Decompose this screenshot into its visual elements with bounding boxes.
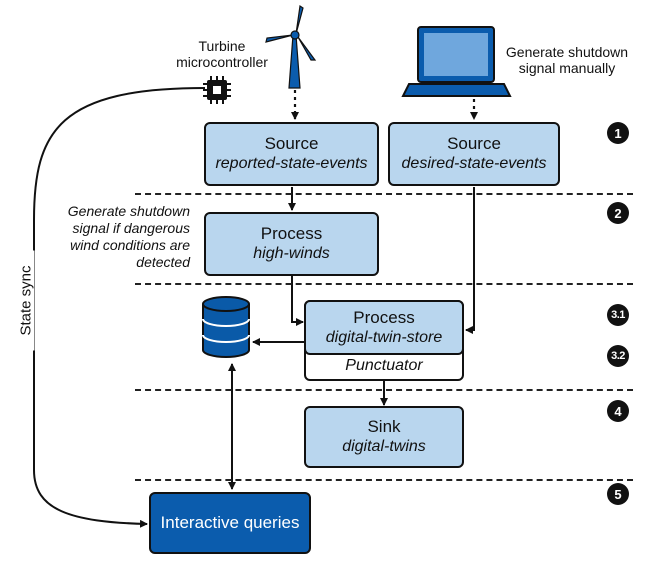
note-line4: detected: [136, 254, 190, 270]
highwinds-to-twin-arrow: [291, 276, 304, 326]
wind-turbine-icon: [265, 4, 317, 89]
separator-4: [135, 479, 633, 481]
source-desired-state-events-box: Source desired-state-events: [388, 122, 560, 186]
state-sync-curve: [33, 87, 206, 528]
box-title: Source: [447, 134, 501, 153]
box-subtitle: digital-twin-store: [325, 328, 443, 346]
laptop-label-line2: signal manually: [518, 60, 616, 76]
box-subtitle: digital-twins: [342, 438, 426, 455]
box-subtitle: desired-state-events: [401, 155, 547, 172]
box-title: Sink: [367, 417, 401, 436]
box-subtitle: reported-state-events: [215, 155, 368, 172]
process-high-winds-box: Process high-winds: [204, 212, 379, 276]
source-reported-state-events-box: Source reported-state-events: [204, 122, 379, 186]
box-title: Process: [353, 307, 415, 327]
punctuator-label: Punctuator: [345, 357, 423, 374]
sink-digital-twins-box: Sink digital-twins: [304, 406, 464, 468]
note-line2: signal if dangerous: [72, 220, 190, 236]
laptop-icon: [401, 26, 512, 97]
laptop-label-line1: Generate shutdown: [505, 44, 629, 60]
step-badge-4: 4: [607, 400, 629, 422]
note-line3: wind conditions are: [70, 237, 190, 253]
box-title: Process: [260, 224, 323, 243]
box-title: Interactive queries: [160, 513, 300, 532]
separator-1: [135, 193, 633, 195]
turbine-label: Turbine microcontroller: [160, 38, 284, 70]
box-title: Source: [264, 134, 319, 153]
step-badge-2: 2: [607, 202, 629, 224]
turbine-label-line1: Turbine: [198, 38, 246, 54]
step-badge-1: 1: [607, 122, 629, 144]
box-subtitle: high-winds: [253, 245, 330, 262]
interactive-queries-box: Interactive queries: [149, 492, 311, 554]
step-badge-5: 5: [607, 483, 629, 505]
process-digital-twin-store-box: Process digital-twin-store: [304, 300, 464, 355]
state-sync-label: State sync: [17, 250, 35, 351]
step-badge-3-2: 3.2: [607, 345, 629, 367]
separator-2: [135, 283, 633, 285]
microcontroller-chip-icon: [203, 76, 231, 104]
database-icon: [202, 296, 250, 358]
step-badge-3-1: 3.1: [607, 304, 629, 326]
high-winds-note: Generate shutdown signal if dangerous wi…: [38, 203, 190, 271]
separator-3: [135, 389, 633, 391]
desired-to-twin-arrow: [465, 187, 475, 334]
turbine-label-line2: microcontroller: [176, 54, 268, 70]
note-line1: Generate shutdown: [67, 203, 190, 219]
laptop-label: Generate shutdown signal manually: [492, 44, 642, 76]
